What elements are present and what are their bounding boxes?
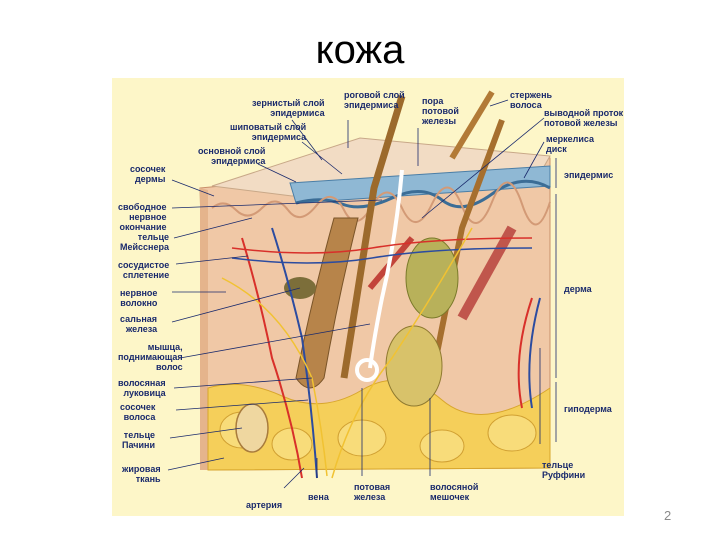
hair-bulb [385,325,443,407]
sweat-gland-coil [355,358,379,382]
label-arrector-muscle: мышца, поднимающая волос [118,342,183,372]
label-horny-layer: роговой слой эпидермиса [344,90,405,110]
label-sweat-duct: выводной проток потовой железы [544,108,624,128]
label-nerve-fiber: нервное волокно [120,288,158,308]
epidermis-layer [289,165,551,204]
leader-lines [167,99,557,489]
label-sebaceous-gland: сальная железа [120,314,158,334]
label-fat-tissue: жировая ткань [122,464,161,484]
label-hair-papilla: сосочек волоса [120,402,156,422]
label-artery: артерия [246,500,283,510]
label-granular-layer: зернистый слой эпидермиса [252,98,325,118]
arrector-muscle-2 [457,225,517,321]
label-hypodermis: гиподерма [564,404,612,414]
label-sweat-gland: потовая железа [354,482,391,502]
vein [271,227,318,479]
skin-cross-section-illustration [167,90,557,489]
label-vascular-plexus: сосудистое сплетение [118,260,170,280]
label-meissner-corpuscle: тельце Мейсснера [120,232,169,252]
label-dermis: дерма [564,284,592,294]
label-epidermis: эпидермис [564,170,614,180]
sweat-duct [368,169,404,369]
label-spinous-layer: шиповатый слой эпидермиса [230,122,307,142]
label-hair-bulb: волосяная луковица [118,378,166,398]
label-hair-shaft: стержень волоса [510,90,553,110]
label-dermal-papilla: сосочек дермы [130,164,166,184]
artery [241,237,303,479]
skin-block-side [200,188,208,470]
label-pacini-corpuscle: тельце Пачини [122,430,155,450]
hair-shaft-2 [449,90,495,160]
label-hair-follicle: волосяной мешочек [430,482,479,502]
page-number: 2 [664,508,672,523]
sebaceous-gland-large [405,237,459,319]
label-free-nerve-ending: свободное нервное окончание [118,202,167,232]
label-basal-layer: основной слой эпидермиса [198,146,266,166]
label-sweat-pore: пора потовой железы [422,96,459,126]
skin-diagram: зернистый слой эпидермиса роговой слой э… [112,78,624,516]
slide-title: кожа [315,28,405,72]
hair-shaft-3 [429,118,505,379]
label-vein: вена [308,492,329,502]
hair-shaft-1 [340,94,406,379]
label-ruffini-corpuscle: тельце Руффини [542,460,586,480]
label-merkel-disc: меркелиса диск [546,134,595,154]
